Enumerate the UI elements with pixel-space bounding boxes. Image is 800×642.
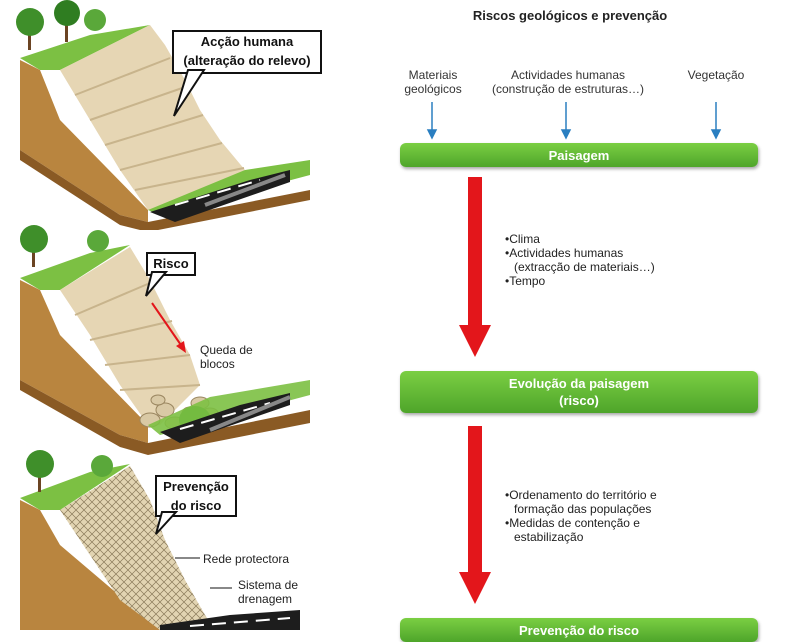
callout-accao-humana: Acção humana (alteração do relevo) (172, 30, 322, 74)
callout-risco: Risco (146, 252, 196, 276)
input-line: (construção de estruturas…) (491, 82, 645, 96)
factors-list-1: Clima Actividades humanas (extracção de … (505, 232, 655, 288)
callout-pointer-1 (173, 69, 206, 117)
factor-item: Tempo (505, 274, 655, 288)
factors-list-2: Ordenamento do território e formação das… (505, 488, 657, 544)
factor-item: estabilização (514, 530, 584, 544)
factor-item: Actividades humanas (505, 246, 655, 260)
input-materiais: Materiais geológicos (385, 68, 481, 96)
label-queda-blocos: Queda de blocos (200, 343, 253, 371)
red-arrow-1 (459, 177, 491, 357)
box-label: Evolução da paisagem (508, 376, 650, 391)
red-arrow-2 (459, 426, 491, 604)
callout-pointer-2 (145, 271, 169, 297)
factor-item: (extracção de materiais…) (514, 260, 655, 274)
input-line: Vegetação (687, 68, 745, 82)
input-arrows (426, 102, 722, 140)
slope-illustration-2 (20, 225, 310, 455)
label-line: blocos (200, 357, 235, 371)
callout-line: Risco (153, 256, 189, 271)
callout-line: (alteração do relevo) (183, 53, 311, 68)
input-line: Materiais (408, 68, 458, 82)
slope-illustration-3 (20, 450, 300, 630)
label-sistema-drenagem: Sistema de drenagem (238, 578, 298, 606)
box-label: Prevenção do risco (519, 623, 639, 638)
box-evolucao: Evolução da paisagem (risco) (400, 371, 758, 413)
factor-item: formação das populações (514, 502, 652, 516)
label-line: Queda de (200, 343, 253, 357)
input-actividades: Actividades humanas (construção de estru… (478, 68, 658, 96)
factor-item: Ordenamento do território e (505, 488, 656, 502)
diagram-title: Riscos geológicos e prevenção (472, 8, 668, 23)
label-line: drenagem (238, 592, 293, 606)
callout-pointer-3 (155, 511, 179, 535)
input-line: Actividades humanas (510, 68, 626, 82)
callout-line: Prevenção (163, 479, 229, 494)
input-vegetacao: Vegetação (676, 68, 756, 82)
slope-illustration-1 (16, 0, 310, 230)
box-label: (risco) (559, 393, 599, 408)
callout-prevencao: Prevenção do risco (155, 475, 237, 517)
box-paisagem: Paisagem (400, 143, 758, 167)
label-rede-protectora: Rede protectora (203, 552, 290, 566)
box-label: Paisagem (548, 147, 610, 163)
factor-item: Clima (505, 232, 655, 246)
box-prevencao: Prevenção do risco (400, 618, 758, 642)
label-line: Sistema de (238, 578, 299, 592)
input-line: geológicos (404, 82, 462, 96)
callout-line: Acção humana (200, 34, 294, 49)
factor-item: Medidas de contenção e (505, 516, 657, 530)
callout-line: do risco (170, 498, 222, 513)
